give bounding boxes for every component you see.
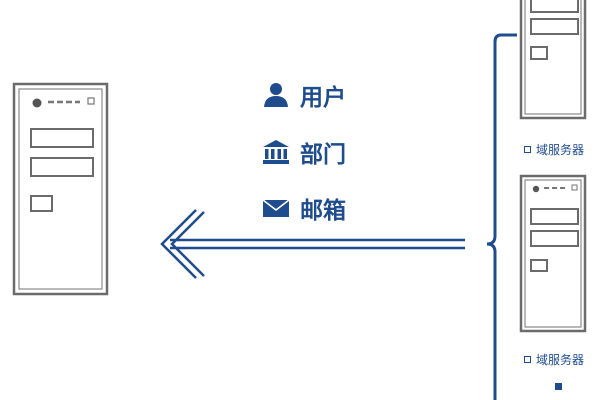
envelope-icon (262, 199, 290, 217)
label-mail-text: 邮箱 (300, 198, 346, 224)
server-caption-2: 域服务器 (524, 351, 584, 368)
server-square-icon (524, 146, 531, 153)
user-icon (264, 83, 288, 107)
label-department-text: 部门 (300, 142, 346, 168)
data-flow-arrow (160, 209, 465, 279)
server-square-icon (524, 356, 531, 363)
label-mail: 邮箱 (262, 191, 346, 225)
power-icon (532, 185, 540, 193)
server-caption-1: 域服务器 (524, 141, 584, 158)
building-icon (263, 140, 289, 164)
server-bracket (486, 33, 517, 400)
domain-server-1 (519, 0, 587, 120)
server-caption-1-text: 域服务器 (536, 143, 585, 157)
domain-server-2 (519, 174, 587, 333)
bullet-dot (555, 383, 562, 390)
label-department: 部门 (262, 135, 346, 169)
power-icon (32, 98, 42, 108)
client-server (12, 82, 109, 296)
label-user: 用户 (262, 78, 346, 112)
server-caption-2-text: 域服务器 (536, 353, 585, 367)
label-user-text: 用户 (300, 85, 346, 111)
